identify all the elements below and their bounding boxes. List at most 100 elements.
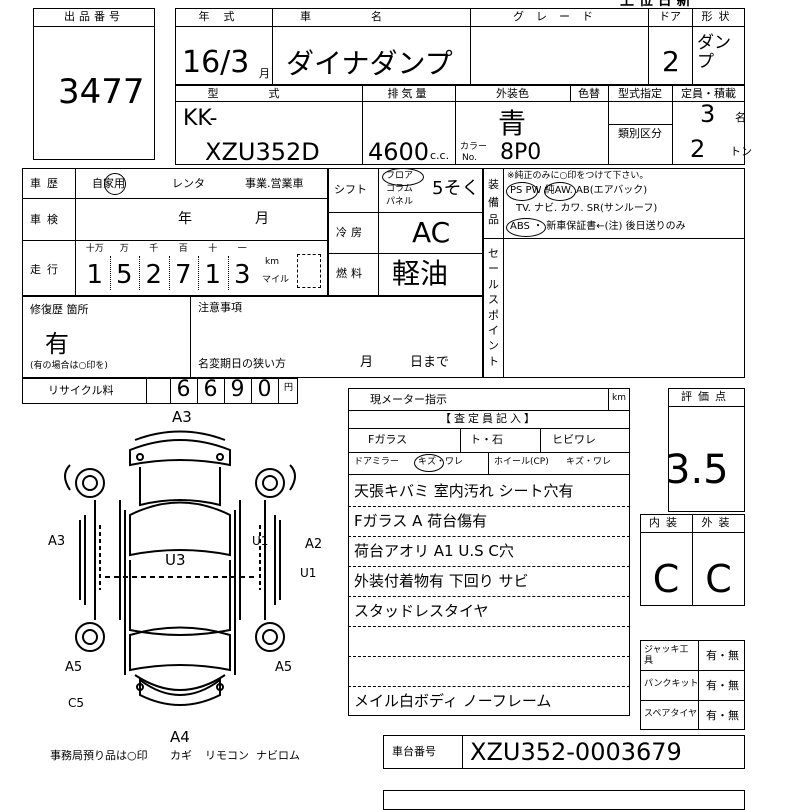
capacity-persons: 3 [700,100,716,128]
ps-circle [506,182,538,201]
inspector-label: 【査定員記入】 [440,412,538,425]
year-value: 16/3 [182,45,250,80]
score-label: 評価点 [681,390,732,403]
inspector-comment: スタッドレスタイヤ [354,602,489,620]
type-designation-label: 型式指定 [618,87,662,100]
recycle-digit: 6 [203,377,218,402]
jack-value: 有・無 [706,649,739,662]
ac-value: AC [412,216,451,249]
tools-box [640,640,745,730]
inspector-comment: メイル白ボディ ノーフレーム [354,692,552,710]
color-no-label-1: カラー [460,142,488,152]
sales-point-label: セールスポイント [488,247,499,368]
capacity-persons-unit: 名 [735,111,746,124]
car-name-label: 車名 [300,10,442,23]
inspector-box [348,388,630,716]
crack-label: ヒビワレ [552,433,596,446]
km-label: km [265,257,279,267]
history-box [22,168,328,296]
color-label: 外装色 [496,87,529,100]
stone-label: ト・石 [470,433,503,446]
equip-line-2: TV. ナビ. カワ. SR(サンルーフ) [516,203,658,214]
diagram-mark-corner: C5 [68,696,85,710]
doors-value: 2 [662,45,680,78]
diagram-mark-rear: A4 [170,728,190,746]
mileage-digit: 3 [233,260,251,290]
recycle-unit: 円 [284,383,294,393]
inspector-comment: 荷台アオリ A1 U.S C穴 [354,542,514,560]
shape-label: 形状 [701,10,736,23]
mileage-label: 走行 [30,263,64,276]
displacement-label: 排気量 [387,87,430,100]
exterior-value: C [705,557,732,601]
mileage-digit-header: 十 [208,244,218,254]
equip-line-3: ABS ・ 新車保証書←(注) 後日送りのみ [510,221,686,232]
repair-value: 有 [45,330,69,358]
inspector-comment: Fガラス A 荷台傷有 [354,512,488,530]
interior-value: C [652,557,680,601]
mileage-digit: 1 [86,260,104,290]
meter-unit: km [612,393,626,403]
mile-checkbox[interactable] [297,254,321,288]
capacity-tons-unit: トン [730,145,752,158]
diagram-mark-front: A3 [172,408,192,426]
exterior-label: 外装 [701,516,736,529]
diagram-mark-right-lower: U1 [300,566,317,580]
recycle-label: リサイクル料 [48,384,114,397]
name-change-day: 日まで [410,355,450,370]
ac-label: 冷房 [336,226,366,239]
score-value: 3.5 [665,447,729,493]
color-no-label-2: No. [462,153,477,163]
interior-label: 内装 [649,516,683,529]
header-row-box [175,8,745,85]
shift-option-panel: パネル [386,197,414,207]
mileage-digit: 5 [115,260,133,290]
mileage-digit-header: 百 [178,244,188,254]
mileage-digit: 1 [204,260,222,290]
mileage-digit-header: 十万 [85,244,104,254]
grade-label: グレード [513,10,605,23]
mile-label: マイル [262,275,290,285]
mileage-digit: 2 [145,260,163,290]
private-use-circle [104,173,126,195]
color-no-value: 8P0 [500,140,542,165]
inspection-year-unit: 年 [178,211,192,227]
puncture-label: パンクキット [644,679,699,689]
puncture-value: 有・無 [706,679,739,692]
equip-line-1: PS PW 純AW. AB(エアバック) [510,185,648,196]
fuel-value: 軽油 [392,257,449,290]
doors-label: ドア [659,10,681,23]
meter-label: 現メーター指示 [370,393,447,406]
mileage-digit: 7 [174,260,192,290]
office-note: 事務局預り品は○印 [50,749,148,762]
color-value: 青 [498,107,527,140]
displacement-value: 4600 [368,138,430,166]
trim-label: 色替 [578,87,600,100]
diagram-mark-upper-right: U1 [252,534,269,548]
history-label: 車歴 [30,177,64,190]
capacity-label: 定員・積載 [681,87,736,100]
chassis-box [383,735,745,769]
footer-item-key: カギ [170,749,192,762]
equip-label: 装備品 [488,178,499,227]
mileage-digit-header: 万 [119,244,129,254]
shape-value: ダンプ [697,33,731,72]
lot-number: 3477 [58,72,145,112]
lot-box [33,8,155,160]
model-label: 型式 [207,87,330,100]
shift-floor-circle [382,168,424,186]
repair-label: 修復歴 箇所 [30,303,89,316]
spare-value: 有・無 [706,709,739,722]
inspector-comment: 天張キバミ 室内汚れ シート穴有 [354,482,574,500]
mirror-kizu-circle [414,454,444,472]
wheel-label: ホイール(CP) [494,457,549,467]
year-label: 年式 [198,10,249,23]
shift-label: シフト [334,183,367,196]
car-diagram [64,430,296,706]
repair-note: (有の場合は○印を) [30,361,108,371]
recycle-box [22,378,298,404]
model-prefix: KK- [183,106,218,131]
footer-item-remote: リモコン [205,749,249,762]
chassis-label: 車台番号 [392,745,436,758]
recycle-digit: 0 [257,377,272,402]
